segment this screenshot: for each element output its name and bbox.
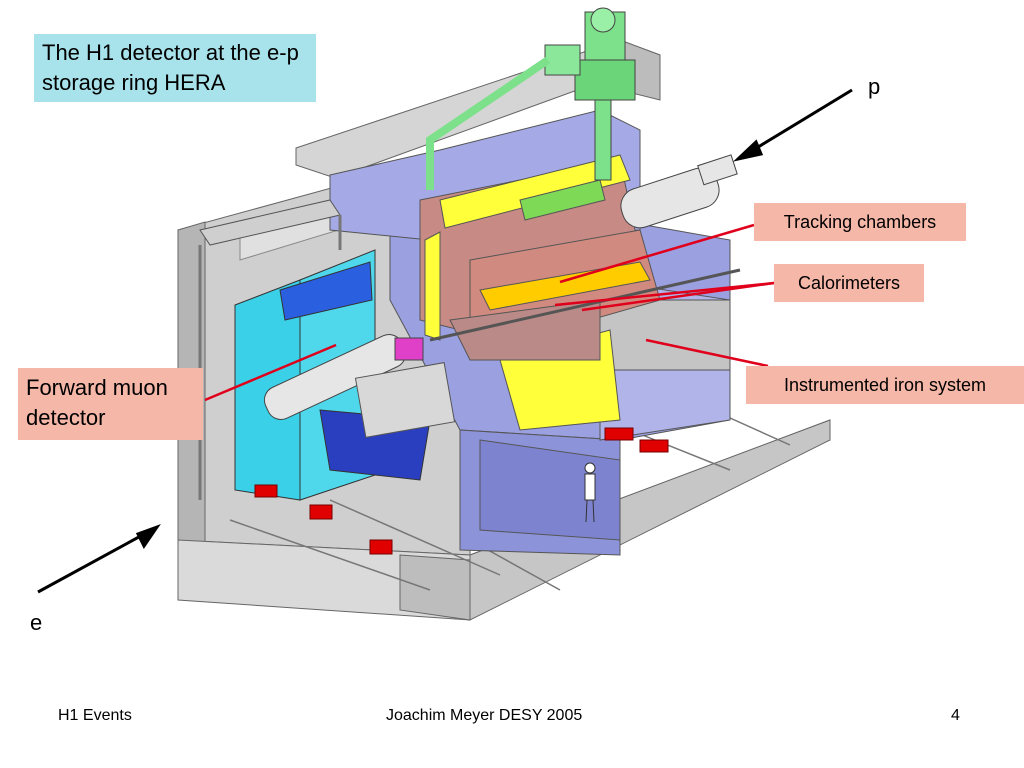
inner-detector xyxy=(419,154,741,431)
footer-left: H1 Events xyxy=(58,707,132,724)
pointer-lines xyxy=(204,223,775,402)
label-forward-muon: Forward muon detector xyxy=(18,368,203,440)
page-number: 4 xyxy=(951,707,960,724)
slide-title: The H1 detector at the e-p storage ring … xyxy=(34,34,316,102)
label-calorimeters: Calorimeters xyxy=(774,264,924,302)
beam-arrows xyxy=(37,88,853,594)
cryogenic-tower xyxy=(426,7,636,190)
beam-pipes xyxy=(263,154,738,438)
footer-center: Joachim Meyer DESY 2005 xyxy=(386,707,583,724)
label-instrumented-iron: Instrumented iron system xyxy=(746,366,1024,404)
support-feet xyxy=(254,427,669,555)
person-figure xyxy=(584,462,596,523)
proton-beam-label: p xyxy=(868,74,881,99)
electron-beam-label: e xyxy=(30,610,43,635)
label-tracking-chambers: Tracking chambers xyxy=(754,203,966,241)
